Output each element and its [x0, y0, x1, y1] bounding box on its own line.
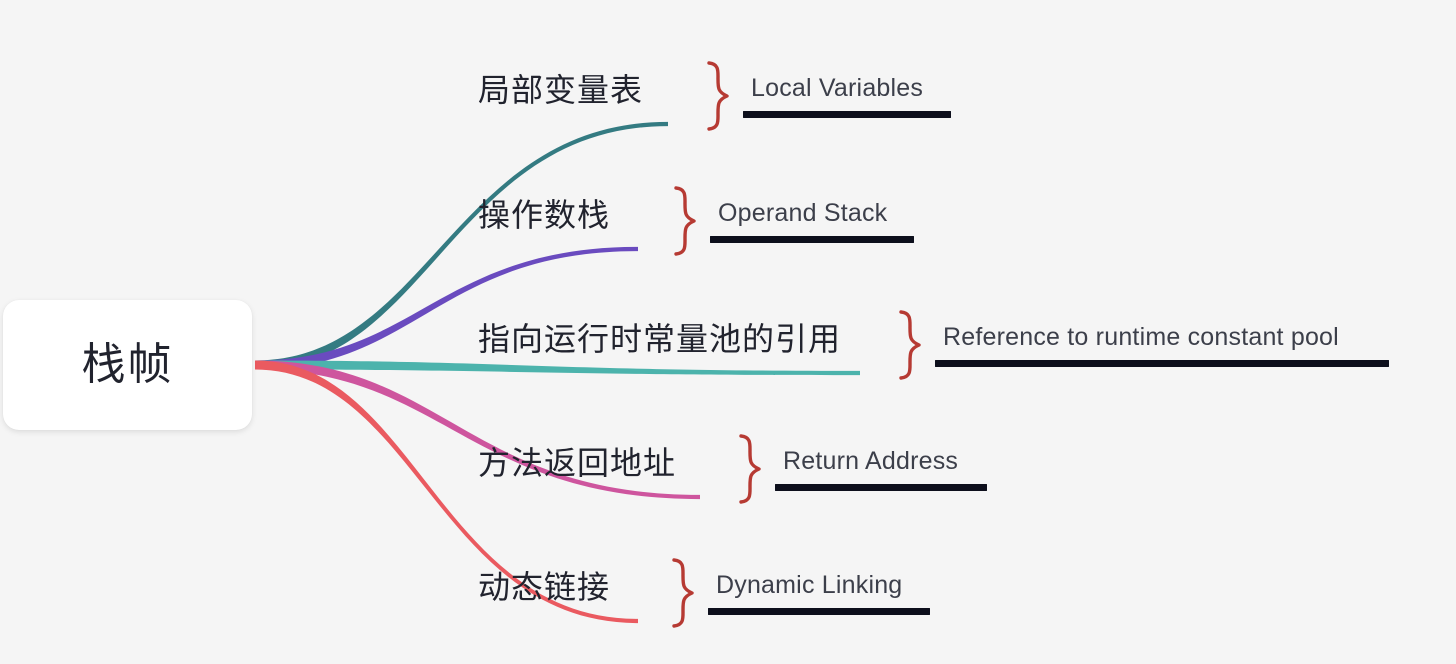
- branch-underline-return-address: [775, 483, 987, 491]
- branch-cn-label-runtime-constant-pool-reference[interactable]: 指向运行时常量池的引用: [478, 321, 842, 357]
- branch-cn-label-operand-stack[interactable]: 操作数栈: [478, 197, 611, 233]
- root-node-label: 栈帧: [81, 340, 174, 389]
- branch-en-block-runtime-constant-pool-reference: Reference to runtime constant pool: [935, 323, 1389, 367]
- branch-en-block-dynamic-linking: Dynamic Linking: [708, 571, 930, 615]
- branch-en-label-runtime-constant-pool-reference[interactable]: Reference to runtime constant pool: [943, 323, 1339, 352]
- branch-en-group-operand-stack: Operand Stack: [670, 184, 914, 258]
- curly-brace-icon: [735, 432, 765, 506]
- curly-brace-icon: [670, 184, 700, 258]
- branch-underline-local-variables: [743, 110, 951, 118]
- branch-cn-label-local-variables[interactable]: 局部变量表: [478, 72, 644, 108]
- branch-en-label-operand-stack[interactable]: Operand Stack: [718, 199, 888, 228]
- branch-en-label-local-variables[interactable]: Local Variables: [751, 74, 924, 103]
- curly-brace-icon: [668, 556, 698, 630]
- branch-en-group-return-address: Return Address: [735, 432, 987, 506]
- curly-brace-icon: [895, 308, 925, 382]
- branch-en-label-dynamic-linking[interactable]: Dynamic Linking: [716, 571, 903, 600]
- curly-brace-icon: [703, 59, 733, 133]
- root-node[interactable]: 栈帧: [3, 300, 252, 430]
- branch-cn-label-dynamic-linking[interactable]: 动态链接: [478, 569, 611, 605]
- branch-en-group-runtime-constant-pool-reference: Reference to runtime constant pool: [895, 308, 1389, 382]
- branch-underline-dynamic-linking: [708, 607, 930, 615]
- branch-cn-label-return-address[interactable]: 方法返回地址: [478, 445, 677, 481]
- branch-en-block-operand-stack: Operand Stack: [710, 199, 914, 243]
- branch-en-group-local-variables: Local Variables: [703, 59, 951, 133]
- branch-en-block-return-address: Return Address: [775, 447, 987, 491]
- branch-en-group-dynamic-linking: Dynamic Linking: [668, 556, 930, 630]
- branch-curve-runtime-constant-pool-reference: [255, 360, 860, 376]
- branch-en-label-return-address[interactable]: Return Address: [783, 447, 959, 476]
- branch-en-block-local-variables: Local Variables: [743, 74, 951, 118]
- branch-underline-runtime-constant-pool-reference: [935, 359, 1389, 367]
- branch-underline-operand-stack: [710, 235, 914, 243]
